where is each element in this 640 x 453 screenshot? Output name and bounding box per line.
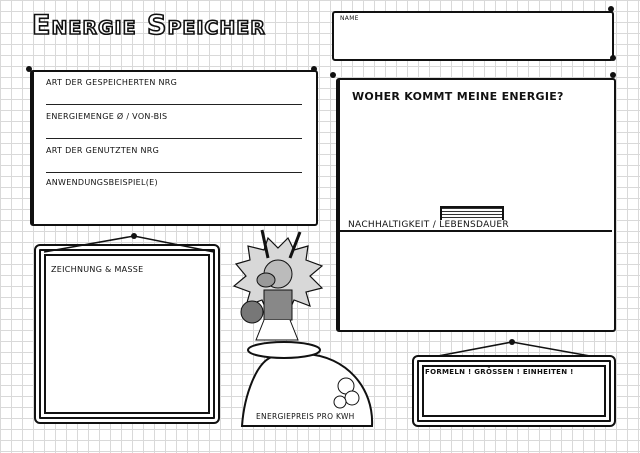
field-label-used-energy: Art der genutzten NRG (46, 146, 160, 155)
pin-icon (610, 72, 616, 78)
write-line[interactable] (46, 138, 302, 139)
field-label-application-examples: Anwendungsbeispiel(e) (46, 178, 158, 187)
field-label-stored-energy: Art der gespeicherten NRG (46, 78, 178, 87)
frame-hanger-icon (437, 339, 591, 357)
write-line[interactable] (46, 172, 302, 173)
energy-source-box[interactable]: Woher kommt meine Energie? Nachhaltigkei… (336, 78, 616, 332)
pin-icon (330, 72, 336, 78)
sustainability-label: Nachhaltigkeit / Lebensdauer (348, 220, 509, 230)
name-field[interactable]: Name (332, 11, 614, 61)
name-label: Name (340, 15, 359, 22)
pin-icon (26, 66, 32, 72)
page-title: Energie Speicher (31, 9, 266, 42)
write-line[interactable] (46, 104, 302, 105)
price-label: Energiepreis pro kWh (256, 412, 355, 421)
drawing-label: Zeichnung & Maße (51, 265, 144, 274)
divider (340, 230, 612, 232)
pin-icon (311, 66, 317, 72)
gaul-character-icon (232, 229, 324, 341)
info-box: Art der gespeicherten NRG Energiemenge Ø… (30, 70, 318, 226)
field-label-energy-amount: Energiemenge Ø / von-bis (46, 112, 168, 121)
pin-icon (610, 55, 616, 61)
money-bag-icon (240, 341, 374, 427)
frame-hanger-icon (43, 233, 215, 253)
formulas-frame[interactable]: Formeln ! Größen ! Einheiten ! (412, 355, 616, 427)
energy-question: Woher kommt meine Energie? (352, 90, 564, 103)
drawing-frame[interactable]: Zeichnung & Maße (34, 244, 220, 424)
pin-icon (608, 6, 614, 12)
formulas-label: Formeln ! Größen ! Einheiten ! (425, 368, 574, 376)
